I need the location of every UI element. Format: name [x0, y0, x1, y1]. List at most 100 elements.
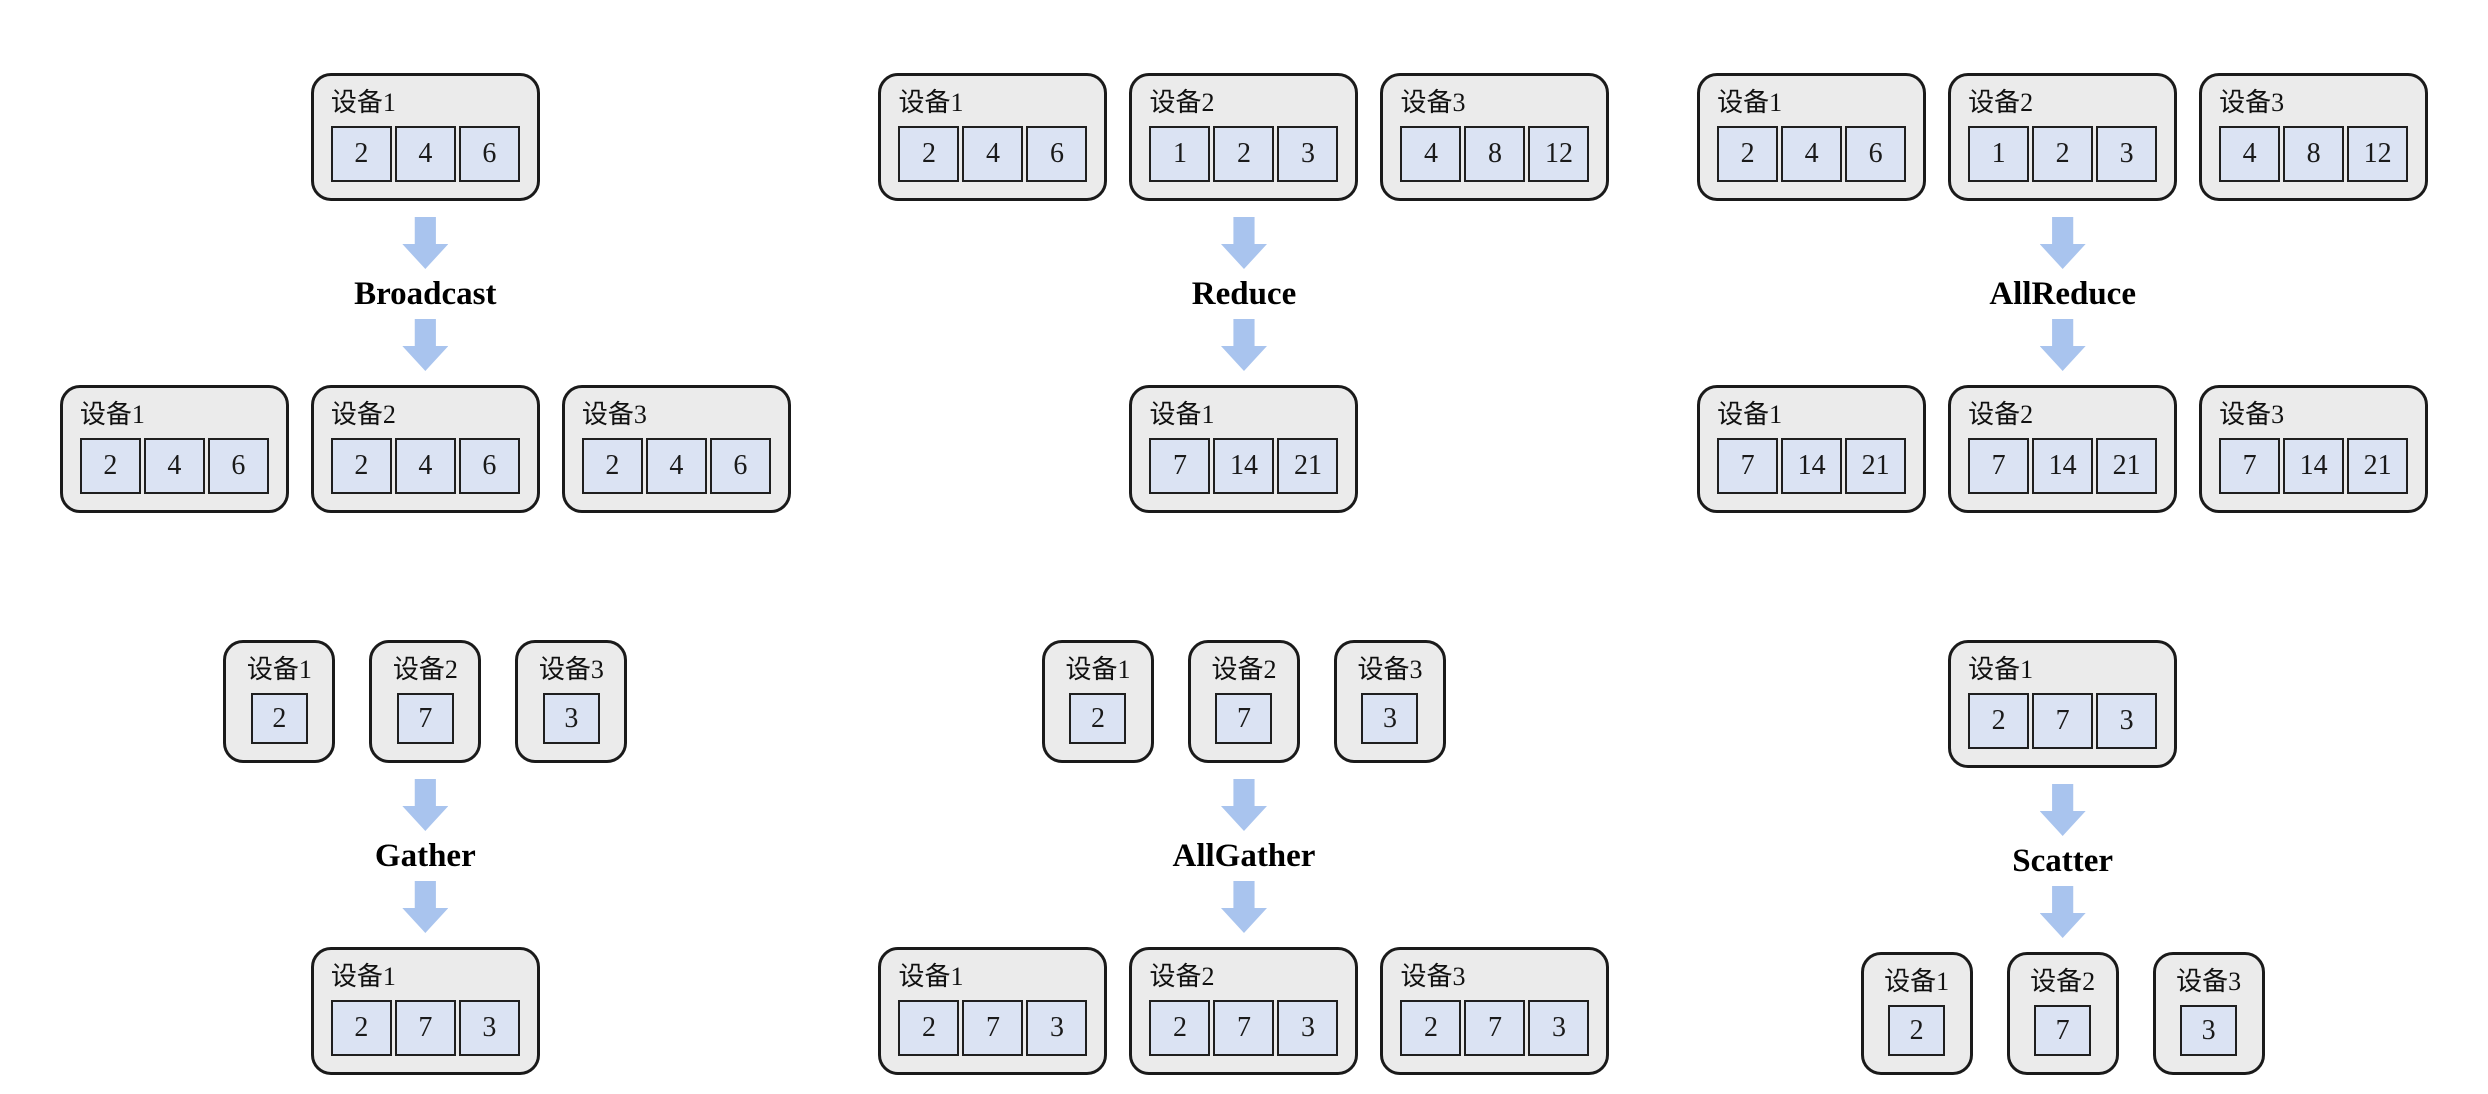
data-cell: 21 [2347, 438, 2409, 494]
data-cell: 2 [250, 693, 308, 744]
data-cell: 7 [1968, 438, 2030, 494]
scatter-operation-label: Scatter [2012, 843, 2114, 879]
data-cell: 3 [1277, 1000, 1339, 1056]
data-cell: 3 [2096, 126, 2158, 182]
data-cells: 2 [250, 693, 308, 744]
data-cell: 3 [542, 693, 600, 744]
device-label: 设备2 [1211, 655, 1277, 684]
device-label: 设备1 [1149, 400, 1215, 429]
device-label: 设备3 [1400, 88, 1466, 117]
data-cell: 6 [1845, 126, 1907, 182]
down-arrow-icon [402, 319, 449, 371]
device-label: 设备1 [1717, 400, 1783, 429]
device-label: 设备1 [1968, 655, 2034, 684]
data-cell: 21 [2096, 438, 2158, 494]
device-label: 设备1 [898, 962, 964, 991]
data-cell: 4 [645, 438, 707, 494]
down-arrow-icon [2039, 784, 2086, 836]
device-label: 设备2 [1968, 88, 2034, 117]
data-cell: 7 [1149, 438, 1211, 494]
data-cell: 12 [1528, 126, 1590, 182]
device-label: 设备1 [898, 88, 964, 117]
device-label: 设备2 [392, 655, 458, 684]
device-label: 设备1 [79, 400, 145, 429]
data-cell: 14 [1213, 438, 1275, 494]
down-arrow-icon [1220, 881, 1267, 933]
data-cell: 1 [1149, 126, 1211, 182]
data-cells: 3 [1361, 693, 1419, 744]
gather-operation-label: Gather [374, 838, 476, 874]
data-cell: 7 [962, 1000, 1024, 1056]
device-label: 设备3 [1357, 655, 1423, 684]
data-cell: 7 [1717, 438, 1779, 494]
allgather-operation-label: AllGather [1172, 838, 1316, 874]
device-label: 设备2 [1149, 962, 1215, 991]
data-cell: 2 [330, 126, 392, 182]
device-label: 设备2 [330, 400, 396, 429]
data-cells: 7 [1215, 693, 1273, 744]
down-arrow-icon [402, 881, 449, 933]
device-label: 设备3 [538, 655, 604, 684]
device-label: 设备1 [246, 655, 312, 684]
data-cells: 2 [1888, 1005, 1946, 1056]
data-cell: 21 [1277, 438, 1339, 494]
device-label: 设备2 [1149, 88, 1215, 117]
data-cell: 7 [2032, 693, 2094, 749]
data-cell: 7 [396, 693, 454, 744]
data-cell: 2 [898, 126, 960, 182]
data-cell: 2 [1968, 693, 2030, 749]
data-cell: 2 [2032, 126, 2094, 182]
data-cell: 2 [330, 438, 392, 494]
down-arrow-icon [402, 217, 449, 269]
data-cell: 3 [458, 1000, 520, 1056]
data-cells: 7 [396, 693, 454, 744]
data-cell: 6 [458, 126, 520, 182]
down-arrow-icon [2039, 217, 2086, 269]
data-cell: 3 [2180, 1005, 2238, 1056]
data-cell: 8 [2283, 126, 2345, 182]
data-cell: 21 [1845, 438, 1907, 494]
down-arrow-icon [1220, 217, 1267, 269]
data-cell: 3 [1277, 126, 1339, 182]
device-label: 设备3 [2219, 400, 2285, 429]
device-label: 设备3 [1400, 962, 1466, 991]
data-cell: 3 [1528, 1000, 1590, 1056]
